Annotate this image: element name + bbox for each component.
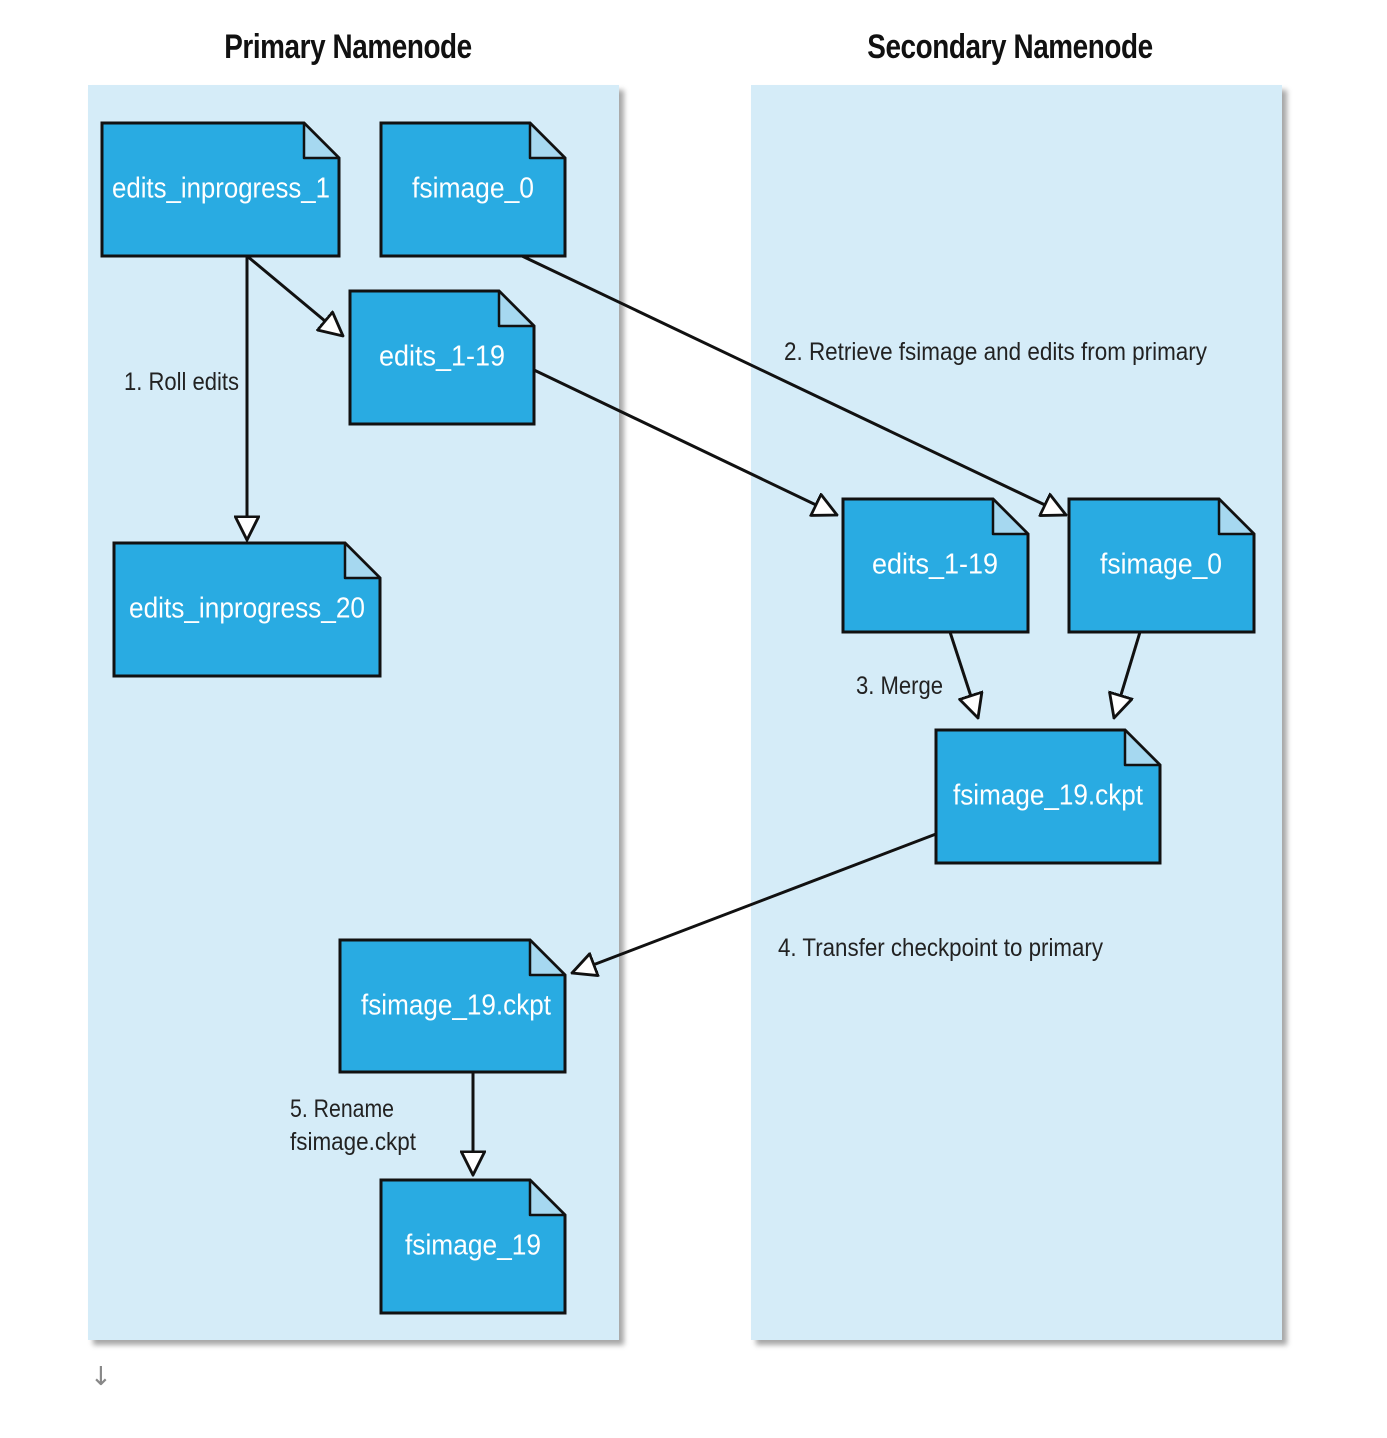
file-fsimage-0-primary: fsimage_0 xyxy=(379,121,567,258)
file-label: edits_inprogress_20 xyxy=(129,593,365,625)
file-fsimage-19: fsimage_19 xyxy=(379,1178,567,1315)
file-label: edits_1-19 xyxy=(379,341,505,373)
file-edits-inprogress-1: edits_inprogress_1 xyxy=(100,121,341,258)
step-transfer-label: 4. Transfer checkpoint to primary xyxy=(778,934,1103,962)
connectors xyxy=(246,254,1142,1175)
step-rename-label-line1: 5. Rename xyxy=(290,1095,394,1123)
step-roll-edits-label: 1. Roll edits xyxy=(124,368,239,396)
file-fsimage-19-ckpt-primary: fsimage_19.ckpt xyxy=(338,938,567,1074)
file-label: fsimage_19.ckpt xyxy=(361,990,551,1022)
down-arrow-cursor-icon: ↓ xyxy=(90,1362,112,1392)
arrow-merge-edits xyxy=(948,631,978,718)
step-retrieve-label: 2. Retrieve fsimage and edits from prima… xyxy=(784,338,1207,366)
arrow-retrieve-fsimage xyxy=(521,254,1066,515)
secondary-namenode-title: Secondary Namenode xyxy=(867,28,1153,66)
file-fsimage-19-ckpt-secondary: fsimage_19.ckpt xyxy=(934,728,1162,865)
arrow-merge-fsimage xyxy=(1114,631,1142,718)
file-edits-1-19-primary: edits_1-19 xyxy=(348,289,536,426)
file-label: fsimage_0 xyxy=(1100,549,1222,581)
arrow-roll-edits-to-edits-1-19 xyxy=(246,254,343,336)
file-label: fsimage_19.ckpt xyxy=(953,780,1143,812)
file-edits-1-19-secondary: edits_1-19 xyxy=(841,497,1030,634)
secondary-namenode-panel xyxy=(751,85,1282,1340)
file-edits-inprogress-20: edits_inprogress_20 xyxy=(112,541,382,678)
file-fsimage-0-secondary: fsimage_0 xyxy=(1067,497,1256,634)
step-rename-label-line2: fsimage.ckpt xyxy=(290,1128,416,1156)
file-label: fsimage_19 xyxy=(405,1230,541,1262)
file-label: fsimage_0 xyxy=(412,173,534,205)
file-label: edits_inprogress_1 xyxy=(112,173,330,205)
primary-namenode-title: Primary Namenode xyxy=(224,28,472,66)
step-merge-label: 3. Merge xyxy=(856,672,943,700)
arrow-retrieve-edits xyxy=(533,368,837,515)
file-label: edits_1-19 xyxy=(872,549,998,581)
arrow-transfer-checkpoint xyxy=(572,832,937,973)
